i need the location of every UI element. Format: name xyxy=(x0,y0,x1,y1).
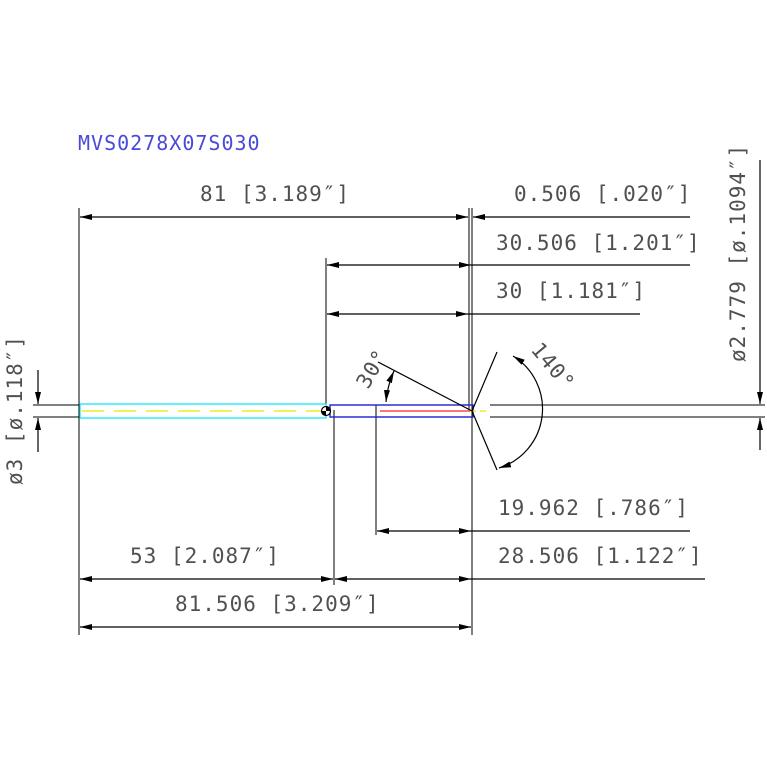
angle-140-leg-bottom xyxy=(471,410,498,471)
angle-140-arc xyxy=(498,355,544,469)
dim-text-19962: 19.962 [.786″] xyxy=(498,496,689,520)
angle-140-leg-top xyxy=(471,351,498,412)
dim-text-dia3: ø3 [ø.118″] xyxy=(3,335,27,485)
dim-text-30: 30 [1.181″] xyxy=(496,279,646,303)
dim-text-30506: 30.506 [1.201″] xyxy=(496,231,701,255)
dim-text-81506: 81.506 [3.209″] xyxy=(175,592,380,616)
dim-text-0506: 0.506 [.020″] xyxy=(514,182,691,206)
dim-text-53: 53 [2.087″] xyxy=(130,544,280,568)
center-mark xyxy=(320,405,332,417)
part-number-title: MVS0278X07S030 xyxy=(78,131,261,155)
dim-text-dia2779: ø2.779 [ø.1094″] xyxy=(726,144,750,362)
angle-30-leg xyxy=(377,361,473,412)
angle-30-arc xyxy=(384,370,395,403)
dim-text-28506: 28.506 [1.122″] xyxy=(498,544,703,568)
dim-text-81: 81 [3.189″] xyxy=(200,182,350,206)
